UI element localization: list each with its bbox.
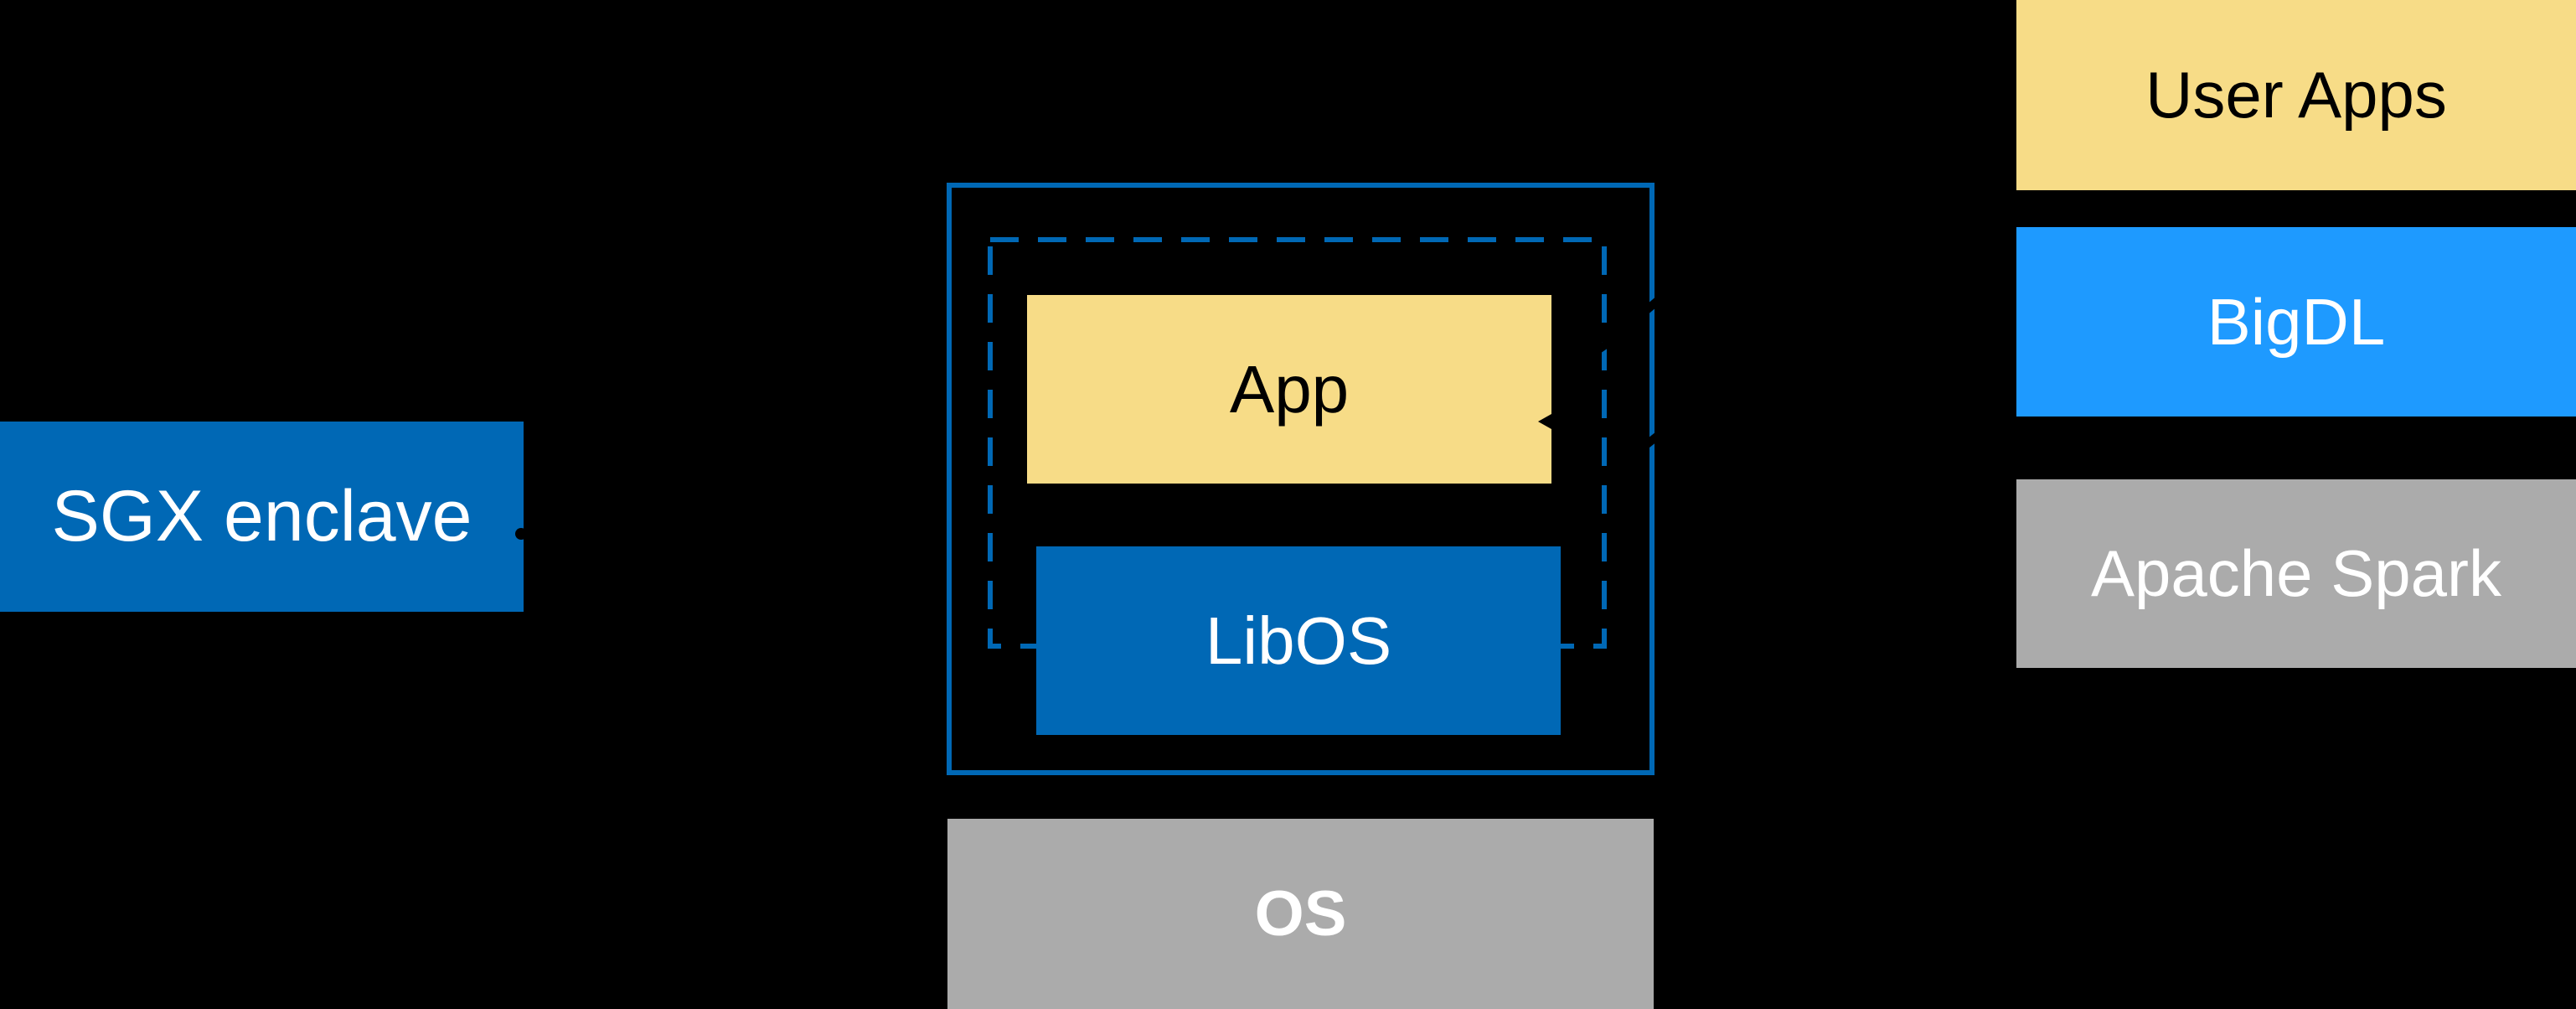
libos-outer-box-border <box>947 183 1655 775</box>
bigdl-label: BigDL <box>2207 284 2386 359</box>
user-apps-box: User Apps <box>2016 0 2576 190</box>
sgx-enclave-label: SGX enclave <box>51 476 472 556</box>
arrow-cross-mark-dashed <box>1587 329 1624 360</box>
arrowhead-into-app-icon <box>1538 414 1551 429</box>
libos-box: LibOS <box>1036 546 1561 735</box>
enclave-dashed-boundary <box>988 237 1607 649</box>
user-apps-label: User Apps <box>2145 58 2447 132</box>
apache-spark-box: Apache Spark <box>2016 479 2576 668</box>
sgx-enclave-box: SGX enclave <box>0 422 524 612</box>
app-label: App <box>1229 351 1350 427</box>
app-box: App <box>1027 295 1551 484</box>
apache-spark-label: Apache Spark <box>2091 536 2501 610</box>
arrow-cross-mark-lower <box>1635 422 1674 454</box>
arrowhead-into-sgx-icon <box>515 528 527 540</box>
os-label: OS <box>1254 878 1347 949</box>
libos-label: LibOS <box>1205 603 1392 678</box>
os-box: OS <box>947 819 1654 1009</box>
arrow-cross-mark-upper <box>1635 287 1674 320</box>
bigdl-box: BigDL <box>2016 227 2576 417</box>
